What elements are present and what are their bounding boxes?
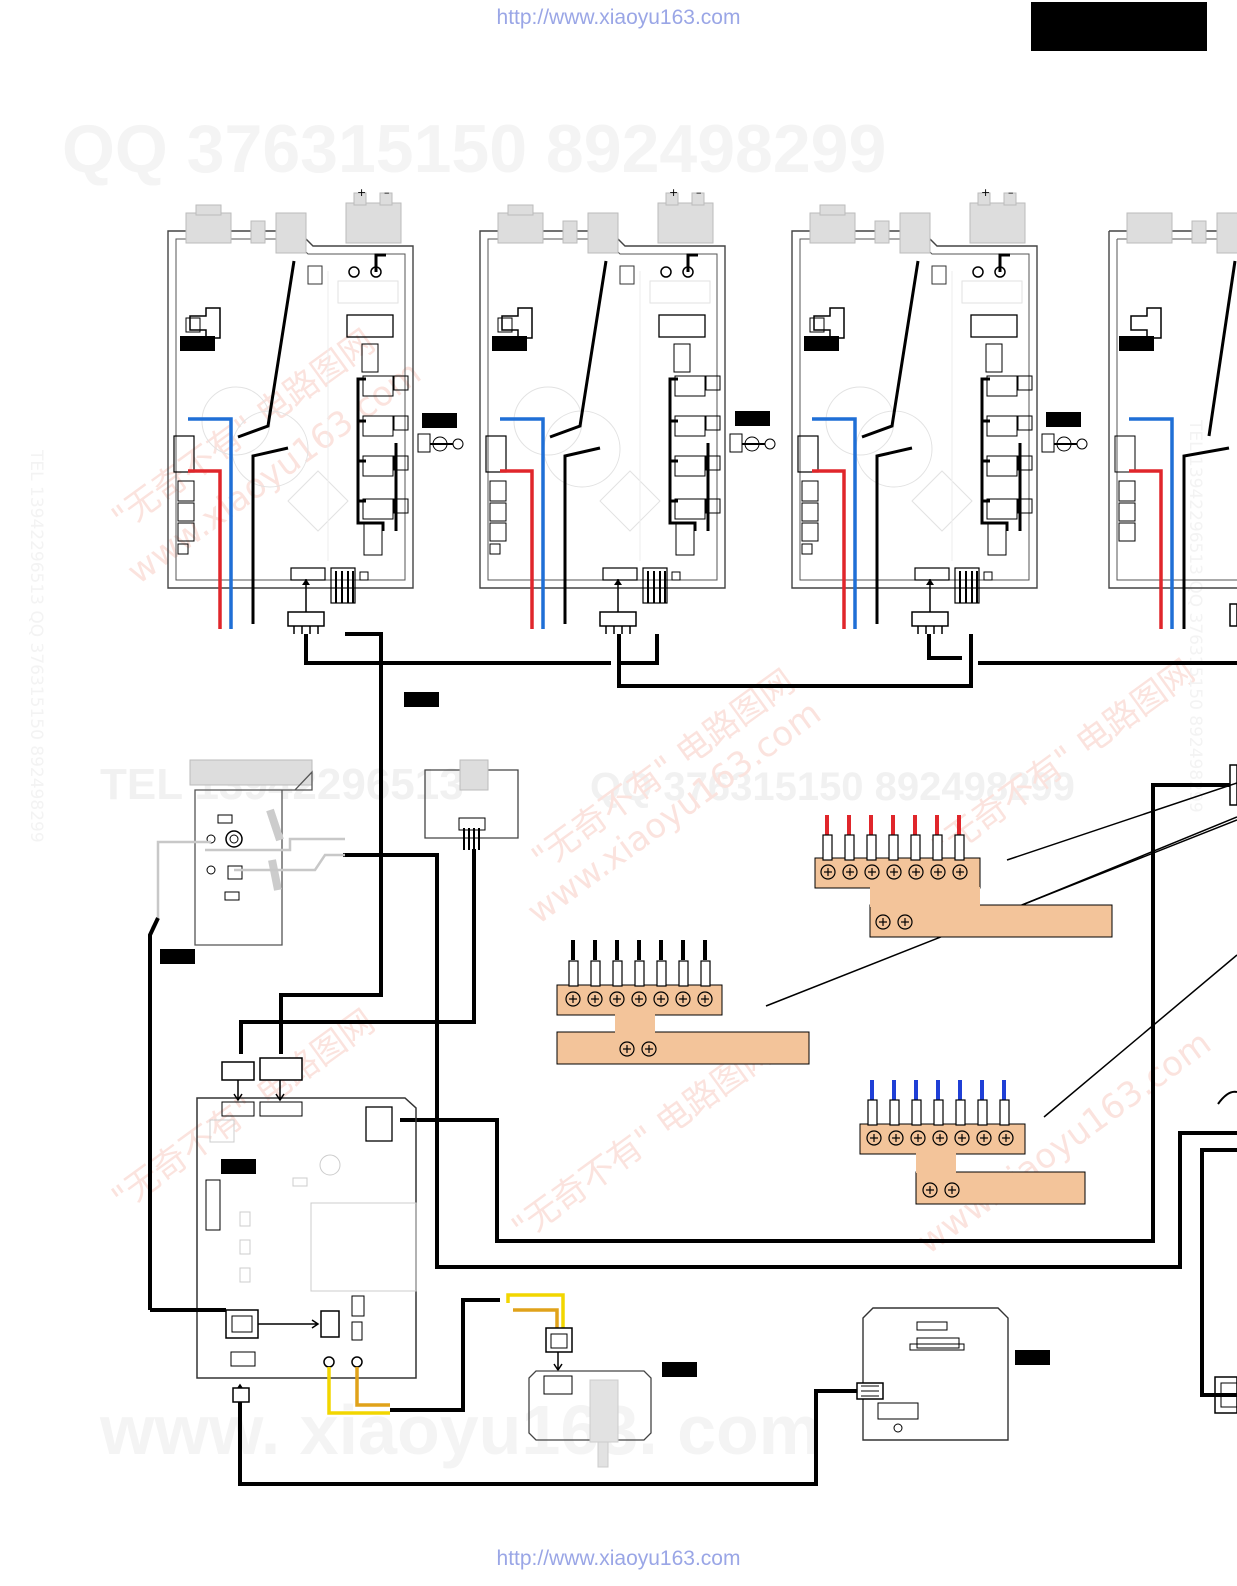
label-box-main (221, 1159, 256, 1174)
amp1-plus: + (357, 186, 366, 199)
label-box-amp2-right (735, 411, 770, 426)
amp-board-2 (478, 191, 777, 636)
label-box-amp2 (492, 336, 527, 351)
label-box-amp1 (180, 336, 215, 351)
terminal-block-red (814, 815, 1113, 938)
header-url: http://www.xiaoyu163.com (496, 6, 741, 29)
switch-board (528, 1327, 652, 1468)
amp3-plus: + (981, 186, 990, 199)
input-board (148, 759, 345, 1310)
watermark-qq-mid: QQ 376315150 892498299 (590, 765, 1075, 809)
main-board (150, 1057, 857, 1486)
amp-board-4 (1108, 212, 1237, 629)
label-box-amp3-right (1046, 412, 1081, 427)
yellow-wires (327, 1293, 565, 1415)
watermark-qq-top: QQ 376315150 892498299 (62, 111, 887, 187)
leader-lines (765, 782, 1237, 1118)
terminal-block-blue (859, 1080, 1086, 1205)
label-box-amp3 (804, 336, 839, 351)
label-box-power (1015, 1350, 1050, 1365)
amp-board-3 (790, 191, 1089, 636)
signal-bus-wires (239, 632, 1237, 1269)
amp1-minus: – (384, 186, 390, 199)
watermark-site-bottom: www. xiaoyu163. com (100, 1391, 822, 1469)
terminal-block-black (556, 940, 810, 1065)
label-box-amp4 (1119, 336, 1154, 351)
label-box-input (160, 949, 195, 964)
label-box-switch (662, 1362, 697, 1377)
amp2-plus: + (669, 186, 678, 199)
jack-board (424, 759, 519, 850)
amp-board-1 (166, 191, 465, 636)
power-board (856, 1307, 1009, 1441)
label-box-amp1-right (422, 413, 457, 428)
amp3-minus: – (1008, 186, 1014, 199)
black-header-box (1031, 2, 1207, 51)
label-box-bus (404, 692, 439, 707)
footer-url: http://www.xiaoyu163.com (496, 1547, 741, 1570)
amp2-minus: – (696, 186, 702, 199)
